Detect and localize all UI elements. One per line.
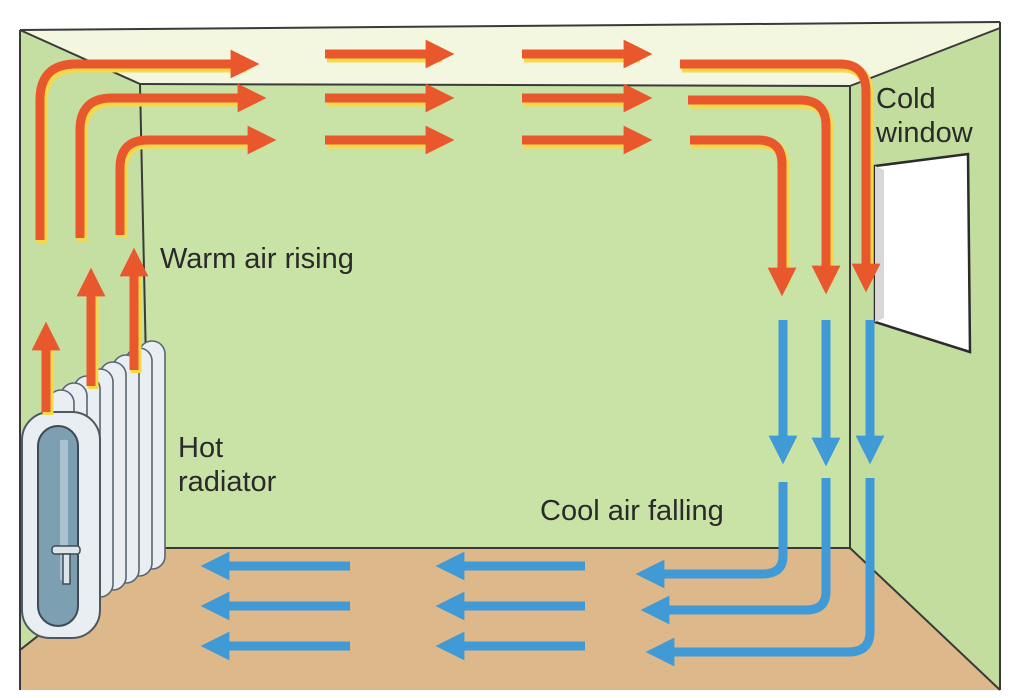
warm-air-arrow-icon: [325, 125, 455, 155]
hot-radiator-label-line1: Hot: [178, 432, 224, 464]
cold-window-label: Cold window: [876, 82, 973, 150]
warm-air-arrows: [31, 39, 881, 415]
cool-air-arrow-icon: [640, 478, 831, 625]
warm-air-arrow-icon: [31, 321, 61, 415]
warm-air-arrow-icon: [76, 267, 106, 389]
warm-air-arrow-icon: [522, 83, 653, 113]
warm-air-arrow-icon: [680, 59, 881, 293]
cool-air-arrows: [200, 320, 885, 667]
ceiling: [20, 22, 1000, 86]
warm-air-arrow-icon: [688, 95, 841, 295]
warm-air-arrow-icon: [119, 247, 149, 373]
warm-air-arrow-icon: [325, 39, 455, 69]
hot-radiator-label: Hot radiator: [178, 431, 276, 499]
hot-radiator-label-line2: radiator: [178, 466, 277, 498]
warm-air-arrow-icon: [35, 49, 260, 243]
window-icon: [873, 152, 972, 354]
warm-air-arrow-icon: [522, 39, 653, 69]
warm-air-arrow-icon: [522, 125, 653, 155]
warm-air-arrow-icon: [75, 83, 267, 241]
cool-air-arrow-icon: [635, 482, 788, 589]
cool-air-arrow-icon: [645, 478, 875, 667]
warm-air-arrow-icon: [115, 125, 277, 238]
cold-window-label-line2: window: [876, 117, 973, 149]
warm-air-label: Warm air rising: [160, 243, 354, 275]
back-wall: [140, 84, 850, 548]
radiator-icon: [21, 340, 166, 639]
cool-air-label: Cool air falling: [540, 495, 724, 527]
warm-air-arrow-icon: [325, 83, 455, 113]
warm-air-arrow-icon: [690, 135, 797, 297]
cold-window-label-line1: Cold: [876, 83, 936, 115]
room: [19, 21, 1001, 691]
